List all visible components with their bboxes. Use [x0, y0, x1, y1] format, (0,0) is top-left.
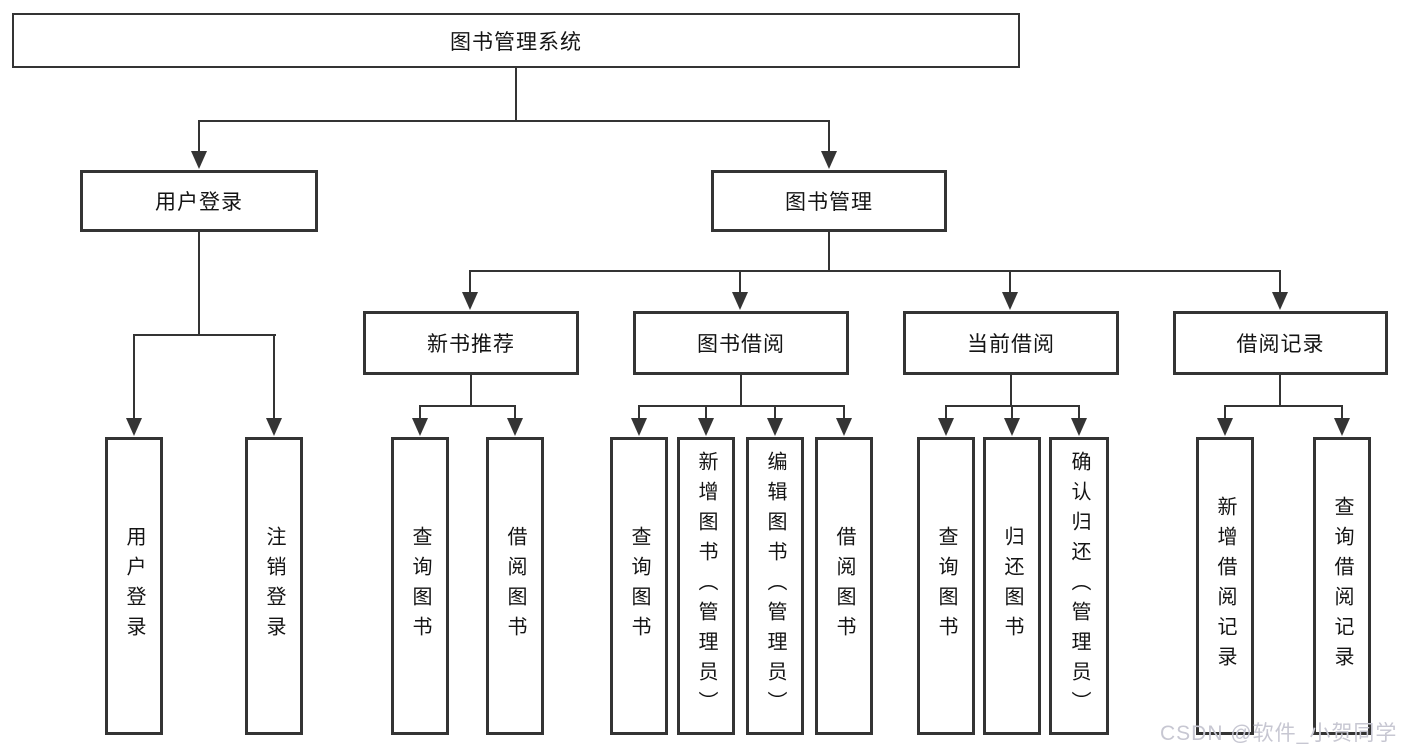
arrow-down-icon	[732, 292, 748, 310]
node-label: 查询图书	[935, 526, 957, 646]
node-book-management: 图书管理	[711, 170, 947, 232]
leaf-borrowing-query-books: 查询图书	[610, 437, 668, 735]
node-label: 新增图书（管理员）	[695, 451, 717, 721]
connector-vline	[1009, 270, 1011, 294]
connector-vline	[739, 270, 741, 294]
arrow-down-icon	[836, 418, 852, 436]
connector-vline	[1279, 375, 1281, 407]
connector-vline	[198, 120, 200, 154]
arrow-down-icon	[767, 418, 783, 436]
connector-vline	[774, 405, 776, 420]
node-label: 图书管理系统	[450, 30, 582, 54]
connector-hline	[198, 120, 830, 122]
connector-vline	[198, 232, 200, 336]
connector-vline	[945, 405, 947, 420]
arrow-down-icon	[821, 151, 837, 169]
leaf-recommend-query-books: 查询图书	[391, 437, 449, 735]
node-label: 用户登录	[155, 191, 243, 214]
node-label: 借阅图书	[833, 526, 855, 646]
node-label: 借阅记录	[1236, 333, 1325, 356]
arrow-down-icon	[191, 151, 207, 169]
leaf-current-query-books: 查询图书	[917, 437, 975, 735]
leaf-edit-books-admin: 编辑图书（管理员）	[746, 437, 804, 735]
arrow-down-icon	[631, 418, 647, 436]
node-label: 查询图书	[628, 526, 650, 646]
connector-vline	[1224, 405, 1226, 420]
arrow-down-icon	[126, 418, 142, 436]
connector-hline	[1224, 405, 1343, 407]
connector-vline	[843, 405, 845, 420]
node-label: 归还图书	[1001, 526, 1023, 646]
connector-vline	[1279, 270, 1281, 294]
node-label: 借阅图书	[504, 526, 526, 646]
connector-vline	[1011, 405, 1013, 420]
node-user-login: 用户登录	[80, 170, 318, 232]
node-book-borrowing: 图书借阅	[633, 311, 849, 375]
connector-vline	[705, 405, 707, 420]
connector-vline	[740, 375, 742, 407]
connector-vline	[273, 334, 275, 420]
node-label: 注销登录	[263, 526, 285, 646]
node-borrowing-records: 借阅记录	[1173, 311, 1388, 375]
connector-vline	[1010, 375, 1012, 407]
leaf-logout: 注销登录	[245, 437, 303, 735]
arrow-down-icon	[1004, 418, 1020, 436]
node-label: 新书推荐	[427, 333, 515, 356]
connector-hline	[638, 405, 845, 407]
node-new-book-recommendation: 新书推荐	[363, 311, 579, 375]
connector-hline	[133, 334, 276, 336]
connector-vline	[1341, 405, 1343, 420]
arrow-down-icon	[412, 418, 428, 436]
arrow-down-icon	[1272, 292, 1288, 310]
connector-hline	[419, 405, 516, 407]
leaf-user-login: 用户登录	[105, 437, 163, 735]
leaf-add-borrow-record: 新增借阅记录	[1196, 437, 1254, 735]
leaf-query-borrow-record: 查询借阅记录	[1313, 437, 1371, 735]
leaf-return-books: 归还图书	[983, 437, 1041, 735]
arrow-down-icon	[1334, 418, 1350, 436]
arrow-down-icon	[462, 292, 478, 310]
connector-vline	[514, 405, 516, 420]
node-label: 新增借阅记录	[1214, 496, 1236, 676]
arrow-down-icon	[266, 418, 282, 436]
arrow-down-icon	[507, 418, 523, 436]
arrow-down-icon	[938, 418, 954, 436]
node-current-borrowing: 当前借阅	[903, 311, 1119, 375]
node-label: 编辑图书（管理员）	[764, 451, 786, 721]
connector-vline	[133, 334, 135, 420]
node-label: 用户登录	[123, 526, 145, 646]
node-label: 查询借阅记录	[1331, 496, 1353, 676]
connector-vline	[828, 120, 830, 154]
node-label: 确认归还（管理员）	[1068, 451, 1090, 721]
leaf-add-books-admin: 新增图书（管理员）	[677, 437, 735, 735]
connector-vline	[419, 405, 421, 420]
connector-vline	[470, 375, 472, 407]
connector-vline	[1078, 405, 1080, 420]
leaf-recommend-borrow-books: 借阅图书	[486, 437, 544, 735]
node-label: 图书管理	[785, 191, 873, 214]
node-system-root: 图书管理系统	[12, 13, 1020, 68]
node-label: 图书借阅	[697, 333, 785, 356]
connector-hline	[470, 270, 1281, 272]
connector-vline	[469, 270, 471, 294]
node-label: 查询图书	[409, 526, 431, 646]
leaf-confirm-return-admin: 确认归还（管理员）	[1049, 437, 1109, 735]
connector-vline	[828, 232, 830, 272]
connector-vline	[515, 68, 517, 120]
arrow-down-icon	[1071, 418, 1087, 436]
leaf-borrowing-borrow-books: 借阅图书	[815, 437, 873, 735]
arrow-down-icon	[1217, 418, 1233, 436]
connector-vline	[638, 405, 640, 420]
arrow-down-icon	[1002, 292, 1018, 310]
arrow-down-icon	[698, 418, 714, 436]
watermark: CSDN @软件_小贺同学	[1160, 722, 1398, 745]
node-label: 当前借阅	[967, 333, 1055, 356]
